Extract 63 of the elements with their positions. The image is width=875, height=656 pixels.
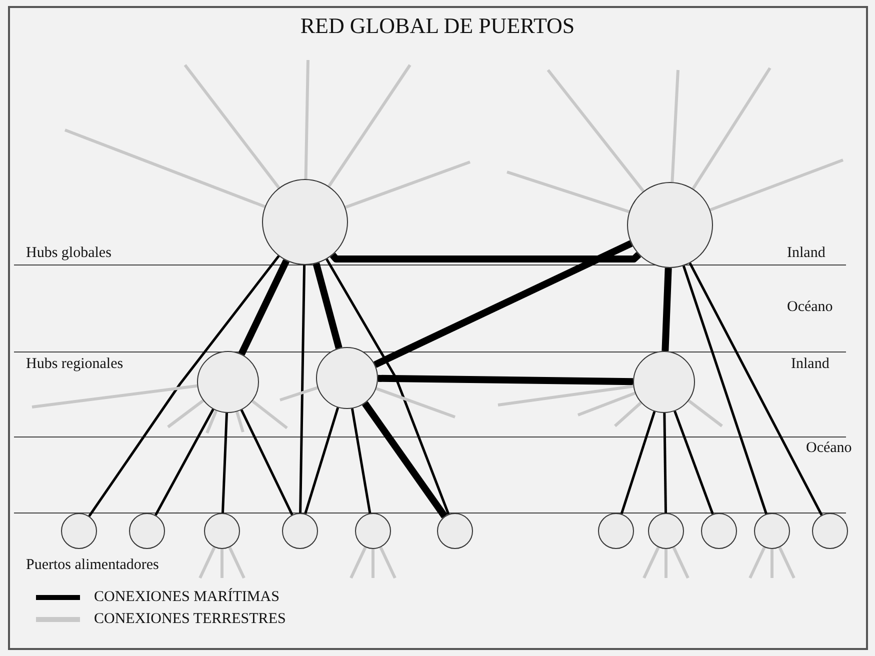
land-link-line <box>198 546 216 579</box>
diagram-title: RED GLOBAL DE PUERTOS <box>299 12 576 40</box>
sea-route-line <box>240 409 294 516</box>
land-link-line <box>228 546 246 579</box>
legend-text: CONEXIONES TERRESTRES <box>94 610 286 628</box>
land-link-line <box>252 400 288 430</box>
land-link-line <box>235 411 244 432</box>
land-link-line <box>710 158 844 212</box>
sea-route-line <box>662 268 672 352</box>
sea-route-line <box>663 412 667 514</box>
land-link-line <box>778 546 796 579</box>
land-link-line <box>770 549 774 578</box>
sea-route-line <box>350 408 372 514</box>
land-link-line <box>184 64 280 189</box>
layer-label: Océano <box>806 439 852 457</box>
sea-route-line <box>312 262 342 349</box>
layer-label: Inland <box>791 355 830 373</box>
sea-route-line <box>688 262 823 516</box>
land-link-line <box>642 546 660 579</box>
land-link-line <box>670 70 680 182</box>
sea-route-line <box>88 255 280 517</box>
land-link-line <box>344 160 471 209</box>
land-link-line <box>220 549 224 578</box>
land-link-line <box>328 64 412 188</box>
layer-label: Puertos alimentadores <box>26 556 159 574</box>
sea-route-line <box>299 264 306 514</box>
land-link-line <box>498 384 634 406</box>
sea-route-line <box>326 258 450 515</box>
land-link-line <box>546 69 645 192</box>
land-link-line <box>577 392 636 416</box>
land-link-line <box>692 67 772 190</box>
land-link-line <box>506 170 630 214</box>
sea-route-line <box>304 407 340 514</box>
land-link-line <box>376 387 456 418</box>
land-link-line <box>32 384 198 408</box>
land-link-line <box>672 546 690 579</box>
sea-route-line <box>682 265 768 514</box>
sea-route-line <box>154 408 214 516</box>
land-link-line <box>206 410 218 434</box>
land-link-line <box>64 128 266 208</box>
land-link-line <box>748 546 766 579</box>
sea-route-line <box>378 374 634 386</box>
layer-label: Océano <box>787 298 833 316</box>
land-link-line <box>280 386 318 402</box>
sea-route-line <box>674 410 714 515</box>
land-link-line <box>304 60 310 180</box>
land-link-line <box>664 549 668 578</box>
land-link-line <box>614 402 642 428</box>
sea-route-line <box>374 240 633 368</box>
land-link-line <box>350 546 367 579</box>
land-link-line <box>167 399 204 428</box>
land-link-line <box>372 549 374 578</box>
legend-text: CONEXIONES MARÍTIMAS <box>94 588 280 606</box>
layer-label: Hubs globales <box>26 244 112 262</box>
sea-route-line <box>330 252 642 262</box>
sea-route-line <box>620 411 656 514</box>
sea-route-line <box>362 401 448 518</box>
layer-label: Inland <box>787 244 826 262</box>
layer-label: Hubs regionales <box>26 355 124 373</box>
land-link-line <box>688 400 723 428</box>
sea-route-line <box>221 412 228 514</box>
land-link-line <box>379 546 396 579</box>
sea-route-line <box>238 259 290 356</box>
